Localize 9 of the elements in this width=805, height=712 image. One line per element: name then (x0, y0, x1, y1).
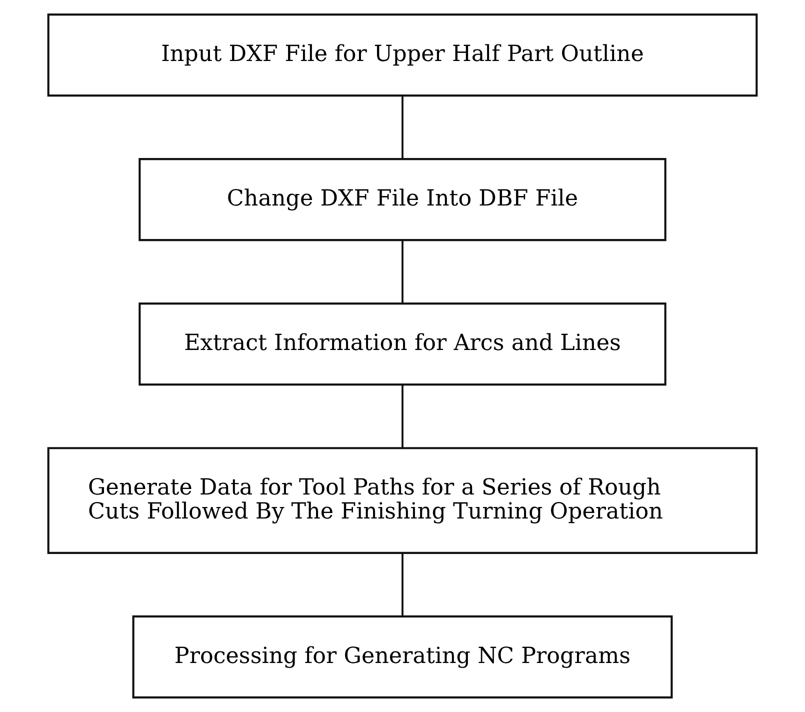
node-box: Extract Information for Arcs and Lines (138, 302, 666, 386)
node-box: Generate Data for Tool Paths for a Series of Rough Cuts Followed By The Finishing Turning Operation (47, 447, 758, 554)
connector (402, 96, 404, 159)
node-box: Change DXF File Into DBF File (138, 158, 666, 242)
node-box: Processing for Generating NC Programs (132, 615, 673, 698)
connector (402, 240, 404, 304)
connector (402, 384, 404, 448)
node-box: Input DXF File for Upper Half Part Outline (47, 14, 758, 97)
connector (402, 553, 404, 616)
